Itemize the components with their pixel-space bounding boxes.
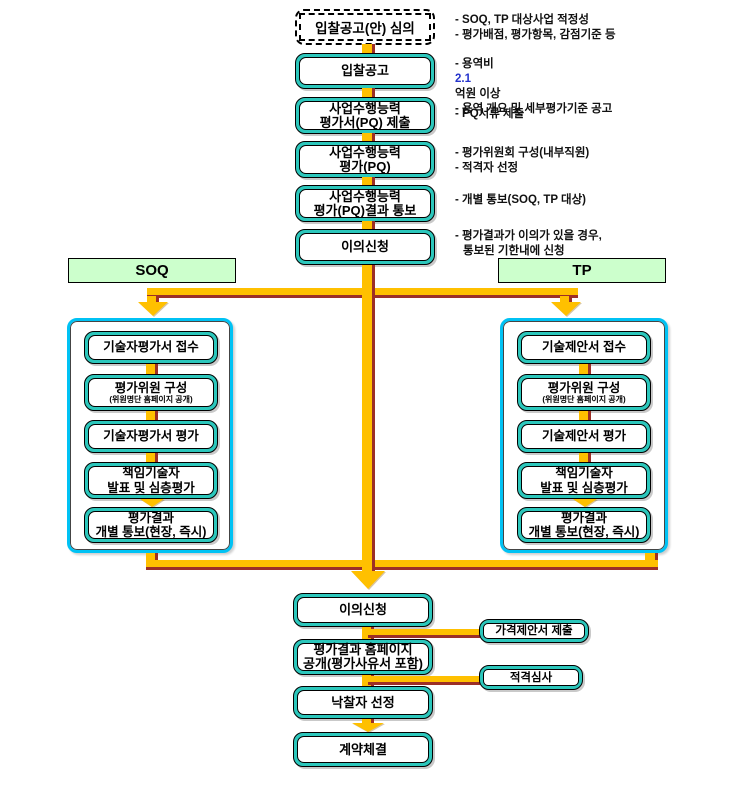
central-trunk-connector — [362, 265, 375, 572]
box-qualification-review: 적격심사 — [479, 665, 583, 690]
split-left-arrowhead — [138, 302, 168, 316]
note-pq-evaluation: - 평가위원회 구성(내부직원) - 적격자 선정 — [455, 147, 590, 174]
tp-step-result: 평가결과 개별 통보(현장, 즉시) — [517, 507, 651, 543]
split-right-stem — [560, 296, 572, 303]
soq-connector-2 — [146, 411, 158, 420]
box-bid-notice-review-label: 입찰공고(안) 심의 — [299, 13, 431, 41]
box-objection-1: 이의신청 — [295, 229, 435, 265]
connector-qualification — [368, 676, 480, 685]
box-objection-2: 이의신청 — [293, 593, 433, 627]
box-objection-1-label: 이의신청 — [341, 239, 389, 254]
connector-main-1 — [362, 44, 375, 53]
connector-main-4 — [362, 177, 375, 186]
tp-step-receive: 기술제안서 접수 — [517, 331, 651, 364]
tp-connector-2 — [579, 411, 591, 420]
box-contract: 계약체결 — [293, 732, 433, 767]
box-price-proposal: 가격제안서 제출 — [479, 619, 589, 643]
tp-header: TP — [498, 258, 666, 283]
connector-bottom-3-stem — [362, 719, 374, 724]
tp-step-presentation: 책임기술자 발표 및 심층평가 — [517, 462, 651, 499]
box-pq-evaluation: 사업수행능력 평가(PQ) — [295, 141, 435, 178]
soq-connector-3 — [146, 453, 158, 462]
note-pq-submission: - PQ서류 제출 — [455, 108, 525, 120]
soq-header: SOQ — [68, 258, 236, 283]
connector-bottom-3-arrowhead — [352, 723, 384, 732]
merge-left-stub — [146, 553, 158, 562]
note-bid-notice-review: - SOQ, TP 대상사업 적정성 - 평가배점, 평가항목, 감점기준 등 — [455, 14, 616, 41]
tp-connector-4-arrowhead — [573, 499, 597, 507]
box-pq-submission: 사업수행능력 평가서(PQ) 제출 — [295, 97, 435, 134]
connector-main-5 — [362, 221, 375, 230]
box-pq-result-line1: 사업수행능력 — [329, 188, 401, 204]
box-bid-notice: 입찰공고 — [295, 53, 435, 89]
soq-committee-subnote: (위원명단 홈페이지 공개) — [109, 395, 193, 405]
tp-step-committee: 평가위원 구성 (위원명단 홈페이지 공개) — [517, 374, 651, 411]
note-pq-result: - 개별 통보(SOQ, TP 대상) — [455, 194, 586, 206]
soq-step-presentation: 책임기술자 발표 및 심층평가 — [84, 462, 218, 499]
box-pq-submission-line2: 평가서(PQ) 제출 — [319, 114, 411, 130]
merge-bar — [146, 560, 658, 570]
tp-step-evaluate: 기술제안서 평가 — [517, 420, 651, 453]
connector-main-3 — [362, 133, 375, 142]
box-pq-evaluation-line1: 사업수행능력 — [329, 144, 401, 160]
merge-right-stub — [645, 553, 658, 562]
connector-price-proposal — [368, 629, 480, 638]
box-result-publication: 평가결과 홈페이지 공개(평가사유서 포함) — [293, 639, 433, 675]
tp-committee-subnote: (위원명단 홈페이지 공개) — [542, 395, 626, 405]
soq-connector-1 — [146, 364, 158, 374]
merge-down-arrowhead — [351, 571, 385, 589]
tp-connector-1 — [579, 364, 591, 374]
soq-step-receive: 기술자평가서 접수 — [84, 331, 218, 364]
note-budget-highlight: 2.1 — [455, 73, 471, 85]
box-bid-notice-review: 입찰공고(안) 심의 — [295, 9, 435, 45]
soq-step-result: 평가결과 개별 통보(현장, 즉시) — [84, 507, 218, 543]
connector-main-2 — [362, 88, 375, 97]
box-bid-notice-label: 입찰공고 — [341, 63, 389, 78]
box-pq-evaluation-line2: 평가(PQ) — [339, 158, 391, 174]
box-winner-selection: 낙찰자 선정 — [293, 686, 433, 719]
split-left-stem — [147, 296, 159, 303]
box-pq-submission-line1: 사업수행능력 — [329, 100, 401, 116]
soq-connector-4-arrowhead — [140, 499, 164, 507]
box-pq-result-notice: 사업수행능력 평가(PQ)결과 통보 — [295, 185, 435, 222]
box-pq-result-line2: 평가(PQ)결과 통보 — [313, 202, 417, 218]
note-objection: - 평가결과가 이의가 있을 경우, 통보된 기한내에 신청 — [455, 230, 602, 257]
soq-step-committee: 평가위원 구성 (위원명단 홈페이지 공개) — [84, 374, 218, 411]
tp-connector-3 — [579, 453, 591, 462]
split-right-arrowhead — [551, 302, 581, 316]
soq-step-evaluate: 기술자평가서 평가 — [84, 420, 218, 453]
